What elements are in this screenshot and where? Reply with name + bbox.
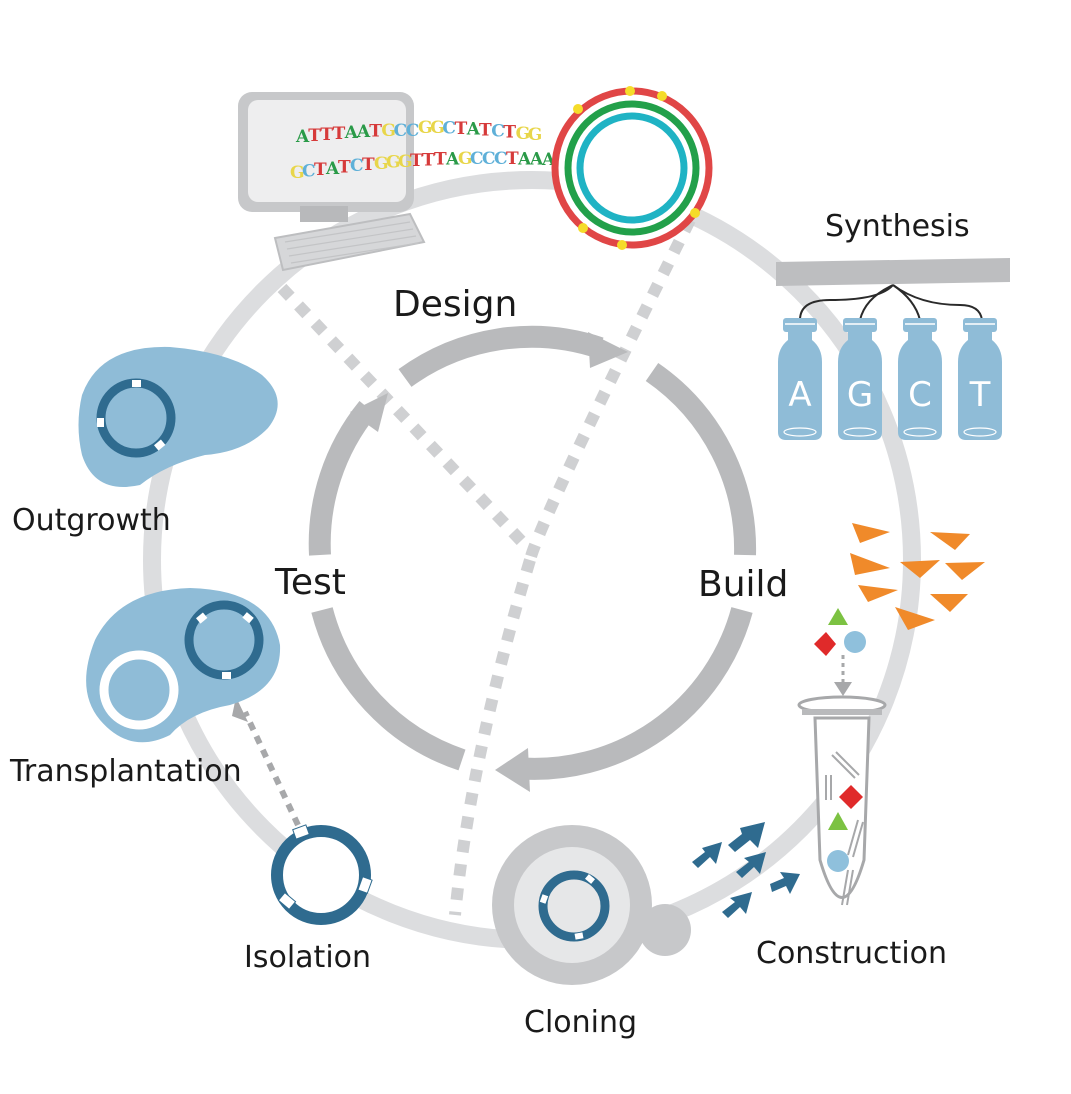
dna-base-G: G (290, 163, 305, 183)
dna-top-strand: ATTTAATGCCGGCTATCTGG (295, 118, 542, 147)
dna-base-T: T (314, 160, 327, 180)
arrowhead-build (495, 748, 530, 792)
dna-base-C: C (442, 118, 456, 138)
plasmid-isolation-icon (271, 824, 373, 925)
dna-base-C: C (494, 149, 508, 169)
dna-base-A: A (356, 122, 371, 142)
label-test: Test (274, 562, 346, 603)
transplantation-cell-icon (86, 588, 281, 743)
divider-design-test (277, 283, 530, 550)
test-tube-icon (797, 695, 887, 906)
label-outgrowth: Outgrowth (12, 503, 171, 538)
vial-label: T (969, 375, 991, 415)
dna-base-A: A (295, 127, 310, 147)
label-design: Design (393, 284, 517, 325)
dna-base-G: G (528, 125, 543, 145)
oligo-fragments-icon (850, 523, 985, 630)
vial-C: C (898, 318, 942, 440)
arc-build-lower (514, 607, 753, 780)
dna-base-C: C (406, 121, 420, 141)
divider-build-test (449, 558, 536, 916)
assembly-arrows-icon (692, 822, 800, 918)
dna-bottom-strand: GCTATCTGGGTTTAGCCCTAAA (290, 149, 556, 183)
label-transplantation: Transplantation (9, 754, 242, 789)
dna-base-G: G (516, 124, 531, 144)
dna-base-G: G (398, 152, 413, 172)
label-construction: Construction (756, 936, 947, 971)
dna-base-G: G (458, 149, 473, 169)
vial-label: A (788, 375, 811, 415)
blue-circle-icon (844, 631, 866, 653)
dna-base-A: A (529, 150, 544, 170)
dna-base-G: G (374, 154, 389, 174)
transfer-arrow (242, 710, 301, 827)
outer-ring (143, 171, 921, 949)
dna-base-A: A (325, 159, 340, 179)
dna-base-C: C (470, 149, 484, 169)
dna-base-A: A (466, 120, 481, 140)
dna-base-C: C (302, 162, 316, 182)
dna-base-T: T (320, 125, 333, 145)
dna-base-T: T (506, 149, 519, 169)
dna-base-G: G (386, 153, 401, 173)
dna-base-T: T (362, 155, 375, 175)
dna-base-G: G (381, 121, 396, 141)
label-build: Build (698, 564, 788, 605)
vial-G: G (838, 318, 882, 440)
dna-base-C: C (394, 121, 408, 141)
synthesizer-icon (776, 258, 1010, 321)
label-isolation: Isolation (244, 940, 371, 975)
dna-base-A: A (344, 123, 359, 143)
red-diamond-icon (814, 632, 836, 656)
dna-base-T: T (434, 150, 447, 170)
construction-components (814, 608, 866, 696)
outgrowth-cell-icon (78, 346, 278, 487)
vial-label: C (908, 375, 932, 415)
arc-design (398, 325, 604, 387)
dna-base-T: T (333, 124, 346, 144)
inner-cycle (308, 325, 757, 780)
genome-icon (551, 86, 713, 250)
dna-base-C: C (482, 149, 496, 169)
vial-label: G (847, 375, 873, 415)
cloning-plate-icon (492, 825, 691, 985)
dna-base-T: T (422, 150, 435, 170)
dna-base-T: T (455, 119, 468, 139)
dna-base-A: A (517, 149, 532, 169)
divider-design-build (524, 217, 696, 562)
vial-T: T (958, 318, 1002, 440)
transfer-arrowhead (232, 697, 248, 722)
dna-base-C: C (350, 156, 364, 176)
dna-base-T: T (369, 122, 382, 142)
label-cloning: Cloning (524, 1005, 637, 1040)
label-synthesis: Synthesis (825, 209, 970, 244)
dna-base-T: T (410, 151, 423, 171)
arc-build (645, 362, 757, 556)
arc-test-lower (311, 607, 466, 771)
arc-test (308, 401, 377, 556)
dna-base-T: T (479, 121, 492, 141)
computer-icon (238, 92, 426, 272)
dna-base-G: G (418, 118, 433, 138)
arrowhead-design (588, 332, 628, 368)
dna-sequence: ATTTAATGCCGGCTATCTGG GCTATCTGGGTTTAGCCCT… (290, 118, 556, 183)
vial-A: A (778, 318, 822, 440)
dna-base-G: G (430, 118, 445, 138)
dna-base-T: T (338, 158, 351, 178)
green-triangle-icon (828, 608, 848, 625)
dna-base-A: A (445, 149, 460, 169)
dna-base-T: T (308, 126, 321, 146)
dna-base-C: C (491, 122, 505, 142)
arrowhead-test (350, 393, 388, 432)
dotted-dividers (277, 217, 696, 916)
dna-base-T: T (503, 123, 516, 143)
